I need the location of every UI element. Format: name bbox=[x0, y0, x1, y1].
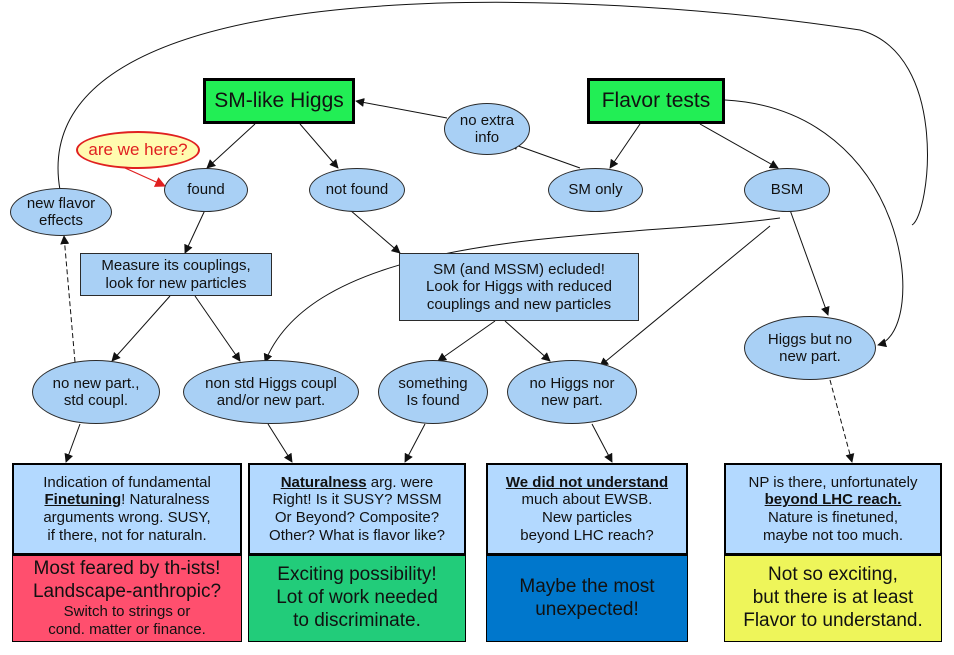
are-we-here-annotation: are we here? bbox=[76, 131, 200, 169]
arrow-higgsbut-c4 bbox=[829, 379, 855, 463]
arrow-bsm-nonstd bbox=[263, 217, 781, 363]
beyond-lhc-emphasis: beyond LHC reach. bbox=[764, 491, 902, 509]
bsm-node: BSM bbox=[744, 168, 830, 212]
new-flavor-effects-node: new flavor effects bbox=[10, 188, 112, 236]
something-found-node: something Is found bbox=[378, 360, 488, 424]
flavor-tests-box: Flavor tests bbox=[587, 78, 725, 124]
arrow-flavor-higgsbut bbox=[724, 99, 904, 348]
higgs-but-no-node: Higgs but no new part. bbox=[744, 316, 876, 380]
conclusion-beyond-lhc: NP is there, unfortunately beyond LHC re… bbox=[724, 463, 942, 555]
naturalness-emphasis: Naturalness bbox=[280, 473, 367, 491]
conclusion-not-understand: We did not understand much about EWSB. N… bbox=[486, 463, 688, 555]
arrow-flavor-smonly bbox=[609, 123, 641, 169]
arrow-bsm-nohiggs bbox=[599, 225, 771, 367]
measure-couplings-box: Measure its couplings, look for new part… bbox=[80, 253, 272, 296]
not-found-node: not found bbox=[309, 168, 405, 212]
arrow-smexcl-something bbox=[437, 320, 496, 362]
arrow-bsm-higgsbut bbox=[789, 209, 830, 316]
arrow-smexcl-nohiggs bbox=[504, 320, 551, 362]
arrow-measure-nonew bbox=[111, 295, 171, 362]
arrow-measure-nonstd bbox=[194, 295, 241, 362]
arrow-flavor-bsm bbox=[699, 123, 779, 169]
verdict-unexpected: Maybe the most unexpected! bbox=[486, 555, 688, 642]
arrow-newflavor-arc bbox=[57, 1, 928, 226]
verdict-not-so-exciting: Not so exciting, but there is at least F… bbox=[724, 555, 942, 642]
arrow-nonew-c1 bbox=[64, 423, 81, 463]
arrow-notfound-smexcl bbox=[349, 209, 401, 254]
arrow-nonstd-c2 bbox=[267, 423, 293, 463]
sm-like-higgs-box: SM-like Higgs bbox=[203, 78, 355, 124]
sm-excluded-box: SM (and MSSM) ecluded! Look for Higgs wi… bbox=[399, 253, 639, 321]
no-extra-info-node: no extra info bbox=[444, 103, 530, 155]
arrow-higgs-found bbox=[206, 123, 256, 169]
conclusion-finetuning: Indication of fundamental Finetuning! Na… bbox=[12, 463, 242, 555]
verdict-exciting: Exciting possibility! Lot of work needed… bbox=[248, 555, 466, 642]
no-new-part-node: no new part., std coupl. bbox=[32, 360, 160, 424]
arrow-something-c2 bbox=[404, 423, 426, 463]
found-node: found bbox=[164, 168, 248, 212]
finetuning-emphasis: Finetuning bbox=[44, 491, 122, 509]
arrow-annotation-found bbox=[124, 167, 166, 187]
arrow-nohiggs-c3 bbox=[591, 423, 613, 463]
arrow-higgs-notfound bbox=[299, 123, 339, 169]
non-std-higgs-node: non std Higgs coupl and/or new part. bbox=[183, 360, 359, 424]
sm-only-node: SM only bbox=[548, 168, 643, 212]
conclusion-naturalness: Naturalness arg. were Right! Is it SUSY?… bbox=[248, 463, 466, 555]
arrow-nonew-newflavor bbox=[60, 235, 76, 363]
arrow-found-measure bbox=[184, 209, 206, 254]
verdict-most-feared: Most feared by th-ists! Landscape-anthro… bbox=[12, 555, 242, 642]
no-higgs-nor-node: no Higgs nor new part. bbox=[507, 360, 637, 424]
arrow-noextra-higgs bbox=[355, 98, 448, 119]
not-understand-emphasis: We did not understand bbox=[505, 473, 669, 491]
arrow-smonly-noextra bbox=[509, 141, 581, 169]
